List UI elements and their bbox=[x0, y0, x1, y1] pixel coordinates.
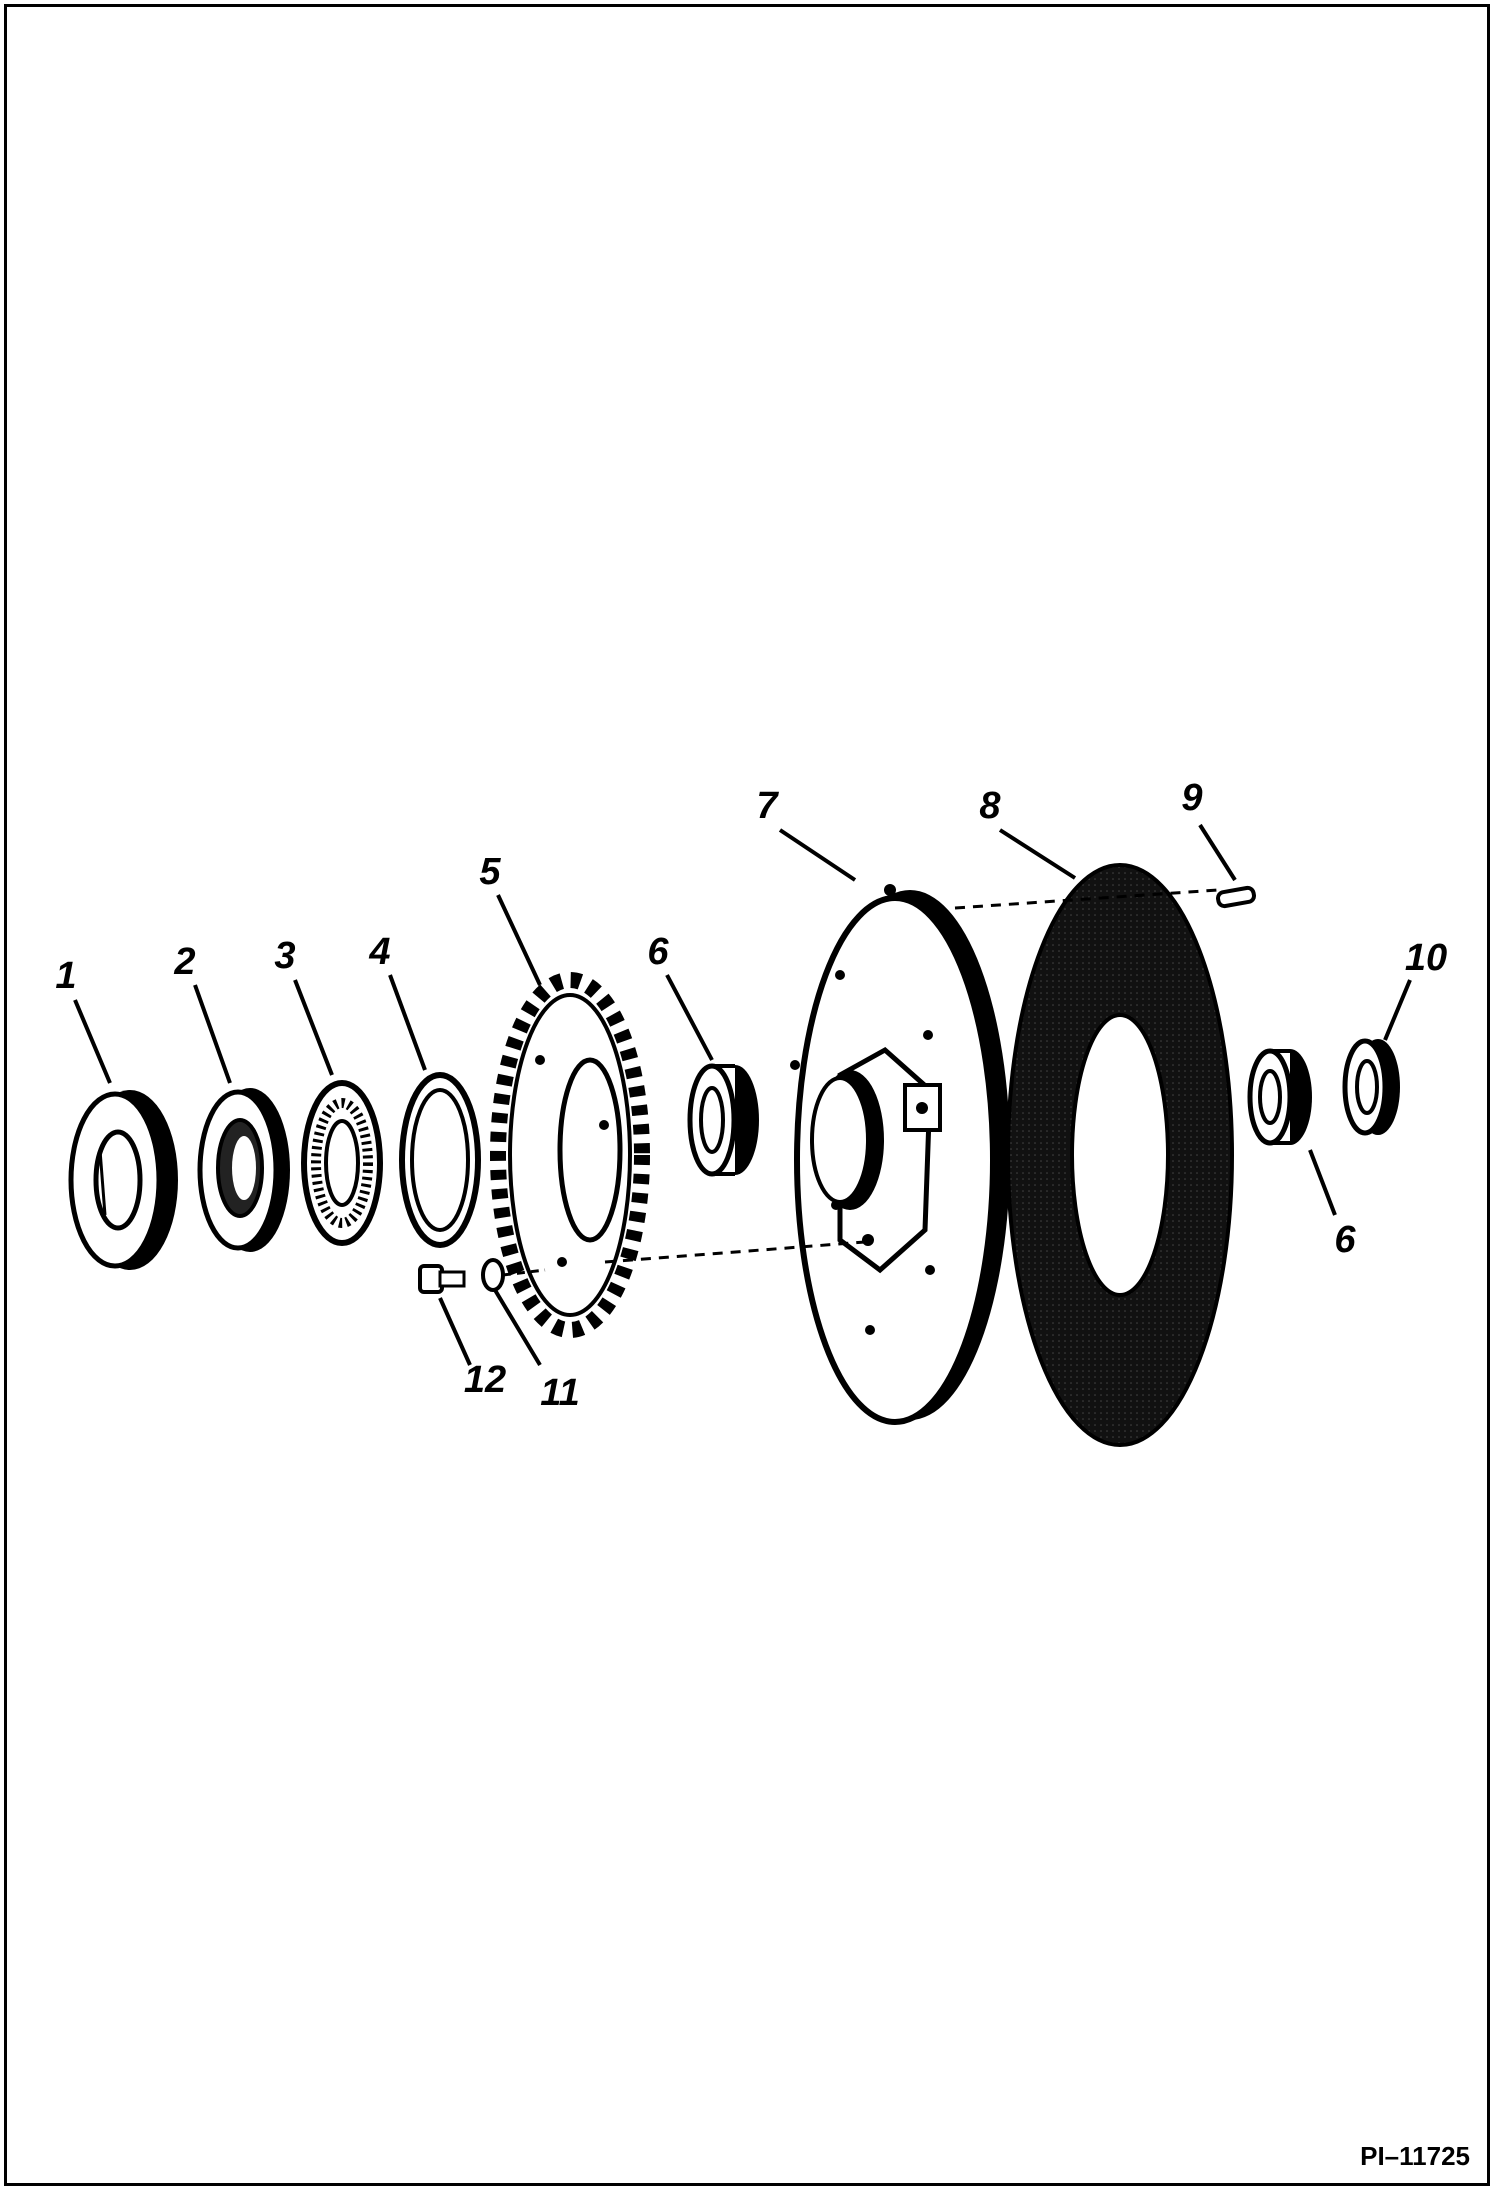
part-6-bearing-right bbox=[1247, 1048, 1312, 1146]
part-5-sprocket bbox=[490, 972, 650, 1338]
callout-5: 5 bbox=[479, 851, 501, 893]
part-12-bolt bbox=[418, 1264, 466, 1294]
callout-4: 4 bbox=[368, 931, 390, 973]
diagram-frame bbox=[4, 4, 1490, 2186]
part-6-bearing-left bbox=[687, 1063, 759, 1177]
part-11-lockwasher bbox=[481, 1258, 505, 1292]
part-9-stud bbox=[1216, 885, 1256, 909]
callout-6-right: 6 bbox=[1334, 1219, 1356, 1261]
part-10-seal bbox=[1342, 1038, 1400, 1136]
callout-9: 9 bbox=[1181, 777, 1202, 819]
callout-3: 3 bbox=[274, 935, 295, 977]
part-2-seal bbox=[197, 1088, 290, 1252]
part-7-hub bbox=[790, 884, 1010, 1425]
part-1-seal bbox=[68, 1090, 178, 1270]
figure-id: PI–11725 bbox=[1360, 2141, 1470, 2171]
callout-2: 2 bbox=[173, 941, 195, 983]
callout-6-left: 6 bbox=[647, 931, 669, 973]
part-4-washer bbox=[399, 1072, 481, 1248]
callout-8: 8 bbox=[979, 785, 1001, 827]
assembly-line-washer bbox=[502, 1268, 546, 1277]
part-3-thrust-bearing bbox=[301, 1080, 383, 1246]
assembly-line-stud bbox=[954, 888, 1219, 910]
part-8-tire bbox=[1006, 863, 1234, 1447]
leader-lines bbox=[73, 823, 1412, 1367]
assembly-line-bolt bbox=[604, 1240, 866, 1264]
callout-12: 12 bbox=[464, 1359, 506, 1401]
callout-11: 11 bbox=[540, 1372, 579, 1414]
callout-10: 10 bbox=[1405, 937, 1447, 979]
callout-1: 1 bbox=[55, 955, 76, 997]
callout-7: 7 bbox=[756, 785, 779, 827]
